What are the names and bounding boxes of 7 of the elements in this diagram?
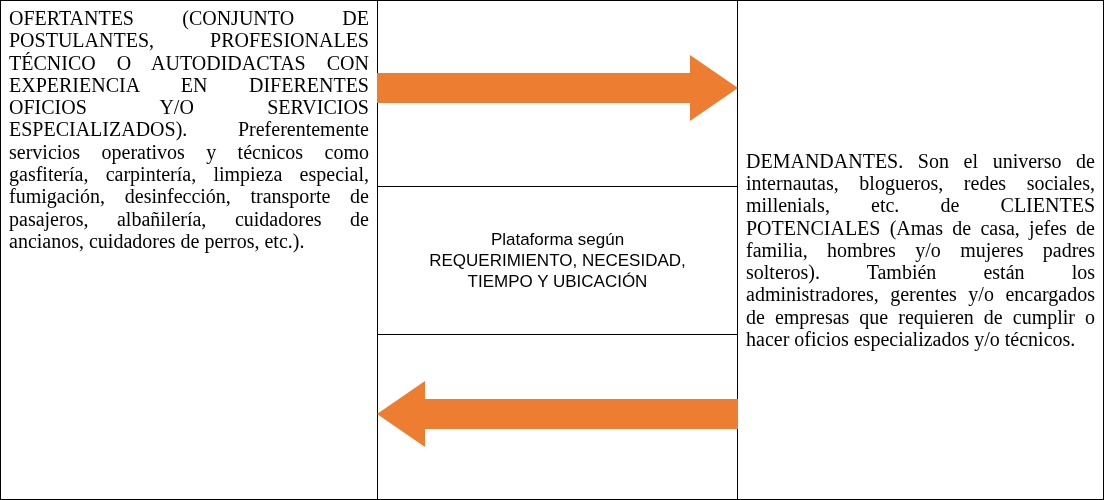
description-text: Plataforma según REQUERIMIENTO, NECESIDAD, TIEMPO Y UBICACIÓN	[428, 229, 687, 292]
description-text: OFERTANTES (CONJUNTO DE POSTULANTES, PROFESIONALES TÉCNICO O AUTODIDACTAS CON EXPERIENCIA EN DIFERENTES OFICIOS Y/O SERVICIOS ESPECIALIZADOS). Preferentemente servicios operativos y técnicos como gasfitería, carpintería, limpieza especial, fumigación, desinfección, transporte de pasajeros, albañilería, cuidadores de ancianos, cuidadores de perros, etc.).	[9, 7, 369, 253]
description-text: DEMANDANTES. Son el universo de internautas, blogueros, redes sociales, millenials, etc. de CLIENTES POTENCIALES (Amas de casa, jefes de familia, hombres y/o mujeres padres solteros). También están los administradores, gerentes y/o encargados de empresas que requieren de cumplir o hacer oficios especializados y/o técnicos.	[746, 149, 1095, 351]
text-box	[0, 0, 378, 500]
arrow	[377, 55, 738, 121]
text-box	[737, 0, 1104, 500]
arrow	[377, 381, 738, 447]
